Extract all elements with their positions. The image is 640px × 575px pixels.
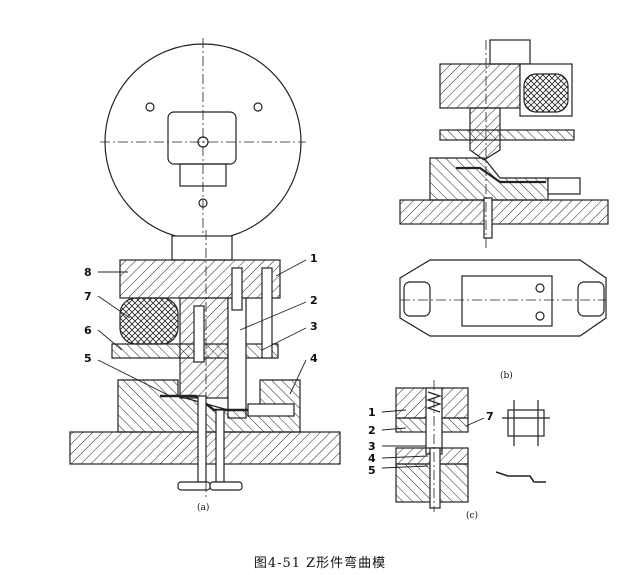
view-a-plan bbox=[100, 38, 306, 248]
callout-a-2: 2 bbox=[310, 294, 318, 307]
callout-c-7: 7 bbox=[486, 410, 494, 423]
view-b-section bbox=[399, 39, 609, 250]
callout-a-4: 4 bbox=[310, 352, 318, 365]
callout-a-3: 3 bbox=[310, 320, 318, 333]
view-a-section bbox=[69, 230, 341, 500]
callout-c-1: 1 bbox=[368, 406, 376, 419]
callout-a-5: 5 bbox=[84, 352, 92, 365]
figure-caption: 图4-51 Z形件弯曲模 bbox=[253, 556, 387, 571]
callout-a-1: 1 bbox=[310, 252, 318, 265]
view-c-callouts: 1 2 3 4 5 7 bbox=[368, 406, 494, 477]
callout-a-6: 6 bbox=[84, 324, 92, 337]
view-c-leaders bbox=[381, 409, 485, 469]
view-c-label: (c) bbox=[466, 510, 478, 521]
view-b-plan bbox=[399, 259, 607, 337]
view-b-label: (b) bbox=[500, 370, 513, 381]
callout-c-4: 4 bbox=[368, 452, 376, 465]
callout-a-8: 8 bbox=[84, 266, 92, 279]
view-a-callouts: 8 7 6 5 1 2 3 4 bbox=[84, 252, 318, 365]
callout-c-3: 3 bbox=[368, 440, 376, 453]
view-a-label: (a) bbox=[197, 502, 209, 513]
callout-c-5: 5 bbox=[368, 464, 376, 477]
callout-c-2: 2 bbox=[368, 424, 376, 437]
view-a-leaders bbox=[97, 259, 307, 397]
view-c-workpiece bbox=[495, 400, 550, 483]
view-c-section bbox=[395, 380, 469, 512]
callout-a-7: 7 bbox=[84, 290, 92, 303]
